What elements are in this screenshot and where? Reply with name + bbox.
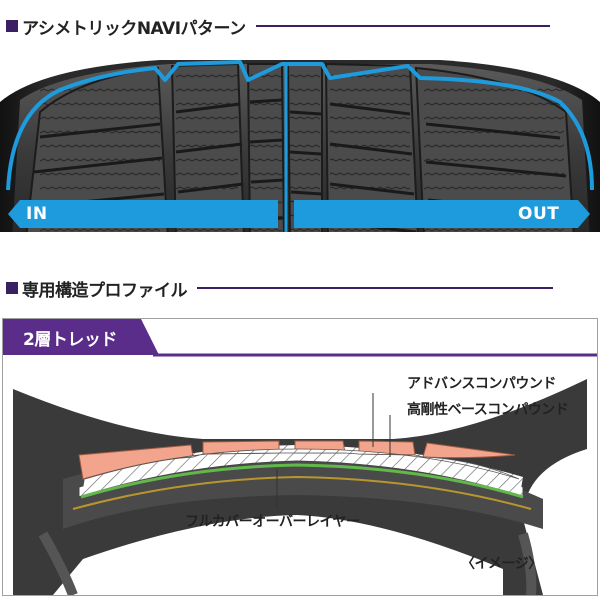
- section-title-profile: 専用構造プロファイル: [22, 280, 188, 301]
- out-arrow-icon: [294, 200, 590, 228]
- image-note: 〈イメージ〉: [461, 556, 542, 572]
- section-header-profile: 専用構造プロファイル: [6, 276, 553, 301]
- section-header-pattern: アシメトリックNAVIパターン: [6, 14, 550, 39]
- tread-pattern-image: [0, 60, 600, 242]
- in-arrow-icon: [8, 200, 278, 228]
- callout-advanced-compound: アドバンスコンパウンド: [407, 376, 556, 392]
- callout-cover-layer: フルカバーオーバーレイヤー: [185, 514, 360, 530]
- section-title-pattern: アシメトリックNAVIパターン: [22, 18, 246, 39]
- tab-label: 2層トレッド: [23, 330, 117, 350]
- tread-outline: [6, 60, 594, 191]
- out-label: OUT: [518, 204, 560, 224]
- section-divider: [255, 25, 550, 27]
- profile-panel: 2層トレッド アドバンスコンパウンド 高剛性ベースコンパウンド フルカバーオーバ…: [2, 318, 598, 596]
- tire-cross-section-image: [3, 319, 597, 595]
- square-bullet-icon: [6, 282, 18, 294]
- square-bullet-icon: [6, 20, 18, 32]
- section-divider: [197, 287, 553, 289]
- tab-two-layer: [3, 319, 159, 355]
- in-label: IN: [26, 204, 48, 224]
- callout-base-compound: 高剛性ベースコンパウンド: [407, 402, 569, 418]
